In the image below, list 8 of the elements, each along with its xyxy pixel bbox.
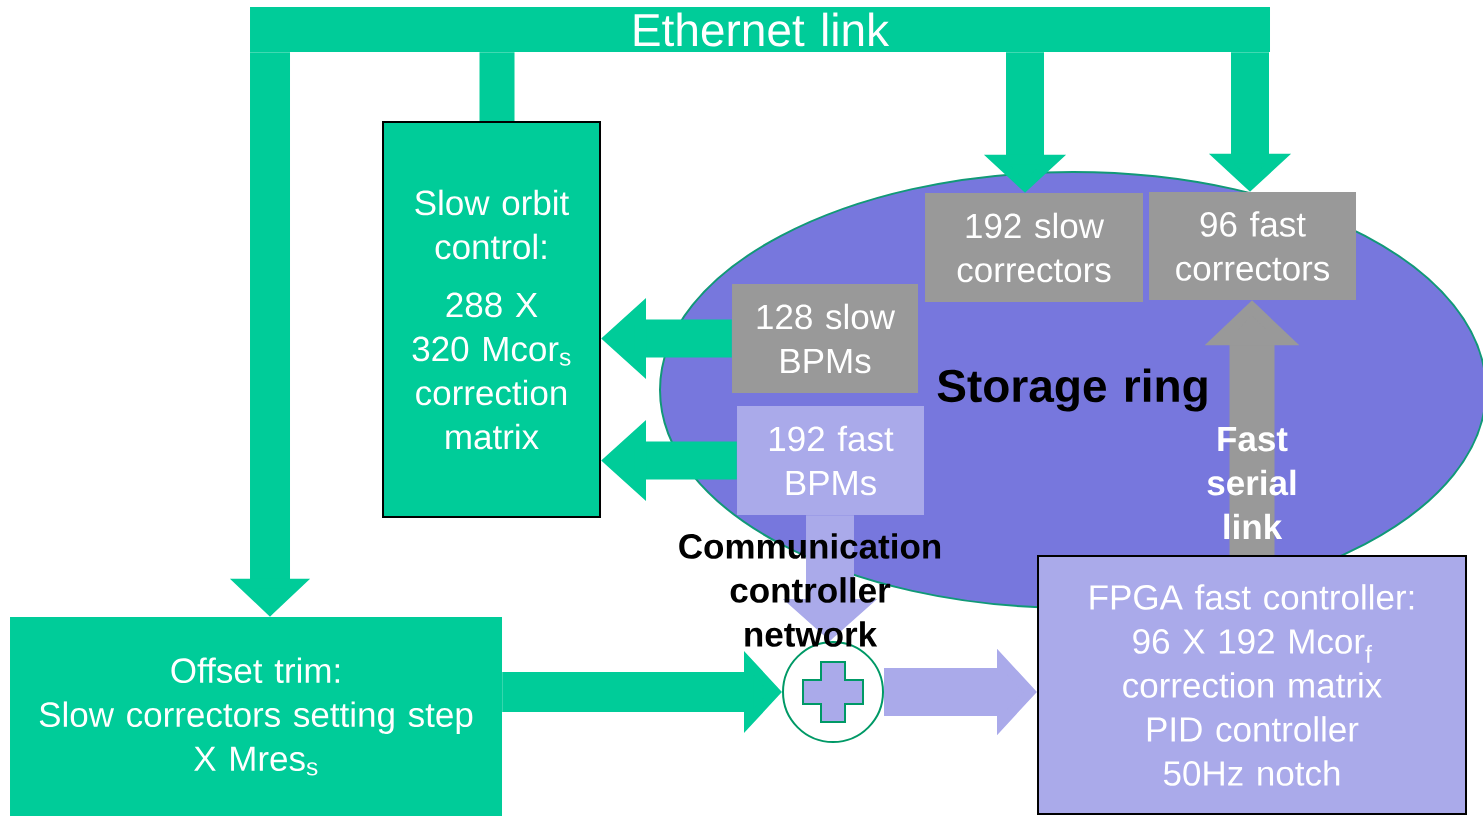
corrector-box: 192 slow correctors	[925, 193, 1143, 302]
corrector-box: 96 fast correctors	[1149, 192, 1356, 300]
bpm-box: 192 fast BPMs	[737, 406, 924, 515]
controller-box: FPGA fast controller: 96 X 192 Mcor$_{f}$ correction matrix PID controller 50Hz notch	[1037, 555, 1467, 815]
offset-trim-box: Offset trim: Slow correctors setting step X Mres$_{s}$	[10, 617, 502, 816]
control-box: Slow orbit control: 288 X 320 Mcor$_{s}$ correction matrix	[382, 121, 601, 518]
link-band: Ethernet link	[250, 7, 1270, 52]
bpm-box: 128 slow BPMs	[732, 284, 918, 393]
